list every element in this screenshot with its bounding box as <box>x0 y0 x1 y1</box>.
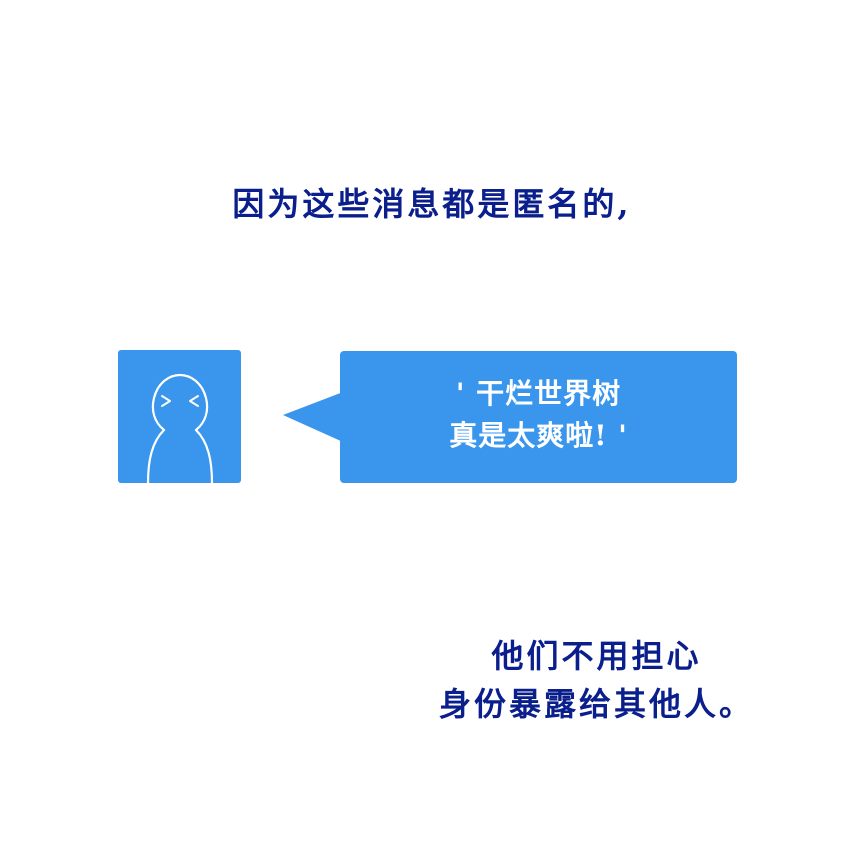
message-line-2: 真是太爽啦! ' <box>449 419 628 452</box>
anonymous-person-icon <box>146 373 214 483</box>
message-line-1: ' 干烂世界树 <box>455 377 622 410</box>
caption-top: 因为这些消息都是匿名的, <box>232 185 632 223</box>
caption-bottom-line-1: 他们不用担心 <box>491 637 702 675</box>
caption-bottom-line-2: 身份暴露给其他人。 <box>438 685 754 723</box>
caption-bottom: 他们不用担心 身份暴露给其他人。 <box>439 632 754 728</box>
message-text: ' 干烂世界树 真是太爽啦! ' <box>340 373 737 457</box>
speech-bubble-tail <box>283 392 343 442</box>
speech-bubble: ' 干烂世界树 真是太爽啦! ' <box>340 351 737 483</box>
anonymous-avatar <box>118 350 241 483</box>
